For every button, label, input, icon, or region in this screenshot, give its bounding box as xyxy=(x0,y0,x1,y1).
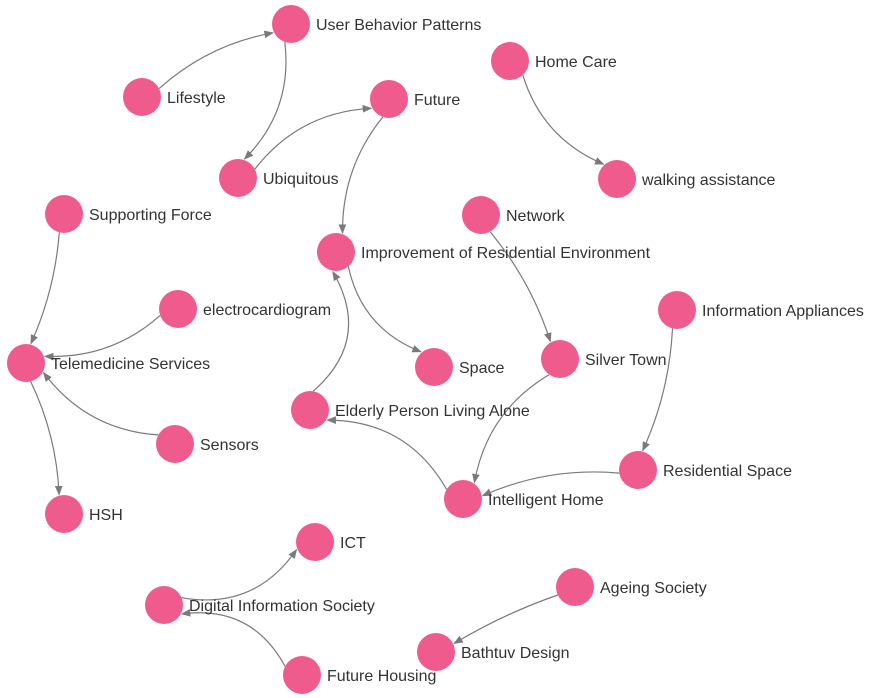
node-label: Future xyxy=(414,92,460,109)
node-circle[interactable] xyxy=(45,195,83,233)
node-telemedicine-services[interactable]: Telemedicine Services xyxy=(7,344,210,382)
node-label: Improvement of Residential Environment xyxy=(361,245,651,262)
edge-intelligent-home-to-elderly-person-living-alone xyxy=(326,416,448,490)
node-label: Lifestyle xyxy=(167,90,226,107)
node-ageing-society[interactable]: Ageing Society xyxy=(556,568,707,606)
node-circle[interactable] xyxy=(370,80,408,118)
node-label: Future Housing xyxy=(327,668,436,685)
edge-ageing-society-to-bathtuv-design xyxy=(453,594,558,645)
node-label: Network xyxy=(506,208,566,225)
node-label: Information Appliances xyxy=(702,303,864,320)
node-label: Ubiquitous xyxy=(263,171,339,188)
node-label: Bathtuv Design xyxy=(461,645,570,662)
node-future-housing[interactable]: Future Housing xyxy=(283,656,436,694)
node-ubiquitous[interactable]: Ubiquitous xyxy=(219,159,339,197)
node-circle[interactable] xyxy=(619,451,657,489)
node-circle[interactable] xyxy=(291,391,329,429)
node-circle[interactable] xyxy=(156,425,194,463)
edge-future-to-improvement-residential-environment xyxy=(338,116,384,235)
node-circle[interactable] xyxy=(658,291,696,329)
node-circle[interactable] xyxy=(598,160,636,198)
node-label: Space xyxy=(459,360,504,377)
node-circle[interactable] xyxy=(219,159,257,197)
node-circle[interactable] xyxy=(7,344,45,382)
node-label: Sensors xyxy=(200,437,259,454)
edge-home-care-to-walking-assistance xyxy=(522,74,605,165)
edge-ubiquitous-to-future xyxy=(254,104,373,170)
node-silver-town[interactable]: Silver Town xyxy=(541,340,667,378)
node-home-care[interactable]: Home Care xyxy=(491,42,617,80)
node-circle[interactable] xyxy=(541,340,579,378)
edge-silver-town-to-intelligent-home xyxy=(472,374,550,484)
edge-residential-space-to-intelligent-home xyxy=(481,471,620,497)
node-label: User Behavior Patterns xyxy=(316,17,481,34)
node-electrocardiogram[interactable]: electrocardiogram xyxy=(159,290,331,328)
edge-user-behavior-patterns-to-ubiquitous xyxy=(243,41,287,160)
edge-digital-information-society-to-ict xyxy=(181,548,298,601)
node-circle[interactable] xyxy=(415,348,453,386)
node-user-behavior-patterns[interactable]: User Behavior Patterns xyxy=(272,5,481,43)
node-bathtuv-design[interactable]: Bathtuv Design xyxy=(417,633,570,671)
node-elderly-person-living-alone[interactable]: Elderly Person Living Alone xyxy=(291,391,530,429)
node-information-appliances[interactable]: Information Appliances xyxy=(658,291,864,329)
edge-future-housing-to-digital-information-society xyxy=(180,609,286,667)
node-circle[interactable] xyxy=(491,42,529,80)
node-label: Supporting Force xyxy=(89,207,212,224)
edge-telemedicine-services-to-hsh xyxy=(30,381,63,496)
node-label: Intelligent Home xyxy=(488,492,604,509)
node-lifestyle[interactable]: Lifestyle xyxy=(123,78,226,116)
edge-information-appliances-to-residential-space xyxy=(642,328,674,452)
node-label: Ageing Society xyxy=(600,580,707,597)
node-circle[interactable] xyxy=(159,290,197,328)
node-label: Silver Town xyxy=(585,352,667,369)
node-circle[interactable] xyxy=(556,568,594,606)
node-circle[interactable] xyxy=(296,523,334,561)
edge-network-to-silver-town xyxy=(489,231,552,343)
node-network[interactable]: Network xyxy=(462,196,566,234)
node-space[interactable]: Space xyxy=(415,348,504,386)
node-residential-space[interactable]: Residential Space xyxy=(619,451,792,489)
node-label: electrocardiogram xyxy=(203,302,331,319)
node-circle[interactable] xyxy=(444,480,482,518)
node-circle[interactable] xyxy=(145,586,183,624)
node-circle[interactable] xyxy=(317,233,355,271)
node-label: Elderly Person Living Alone xyxy=(335,403,530,420)
node-label: ICT xyxy=(340,535,366,552)
node-walking-assistance[interactable]: walking assistance xyxy=(598,160,776,198)
node-label: Residential Space xyxy=(663,463,792,480)
node-label: walking assistance xyxy=(641,172,776,189)
edge-supporting-force-to-telemedicine-services xyxy=(30,232,60,345)
edge-sensors-to-telemedicine-services xyxy=(43,371,159,436)
node-circle[interactable] xyxy=(123,78,161,116)
edges-layer xyxy=(30,30,674,667)
node-circle[interactable] xyxy=(462,196,500,234)
edge-electrocardiogram-to-telemedicine-services xyxy=(43,314,161,361)
node-circle[interactable] xyxy=(283,656,321,694)
edge-lifestyle-to-user-behavior-patterns xyxy=(158,30,274,90)
node-label: Home Care xyxy=(535,54,617,71)
node-label: Digital Information Society xyxy=(189,598,375,615)
edge-improvement-residential-environment-to-space xyxy=(347,266,422,353)
node-circle[interactable] xyxy=(272,5,310,43)
node-future[interactable]: Future xyxy=(370,80,460,118)
node-sensors[interactable]: Sensors xyxy=(156,425,259,463)
node-circle[interactable] xyxy=(417,633,455,671)
node-label: Telemedicine Services xyxy=(51,356,210,373)
node-hsh[interactable]: HSH xyxy=(45,495,123,533)
node-ict[interactable]: ICT xyxy=(296,523,366,561)
edge-elderly-person-living-alone-to-improvement-residential-environment xyxy=(312,270,350,392)
node-improvement-residential-environment[interactable]: Improvement of Residential Environment xyxy=(317,233,651,271)
node-circle[interactable] xyxy=(45,495,83,533)
node-supporting-force[interactable]: Supporting Force xyxy=(45,195,212,233)
node-label: HSH xyxy=(89,507,123,524)
node-digital-information-society[interactable]: Digital Information Society xyxy=(145,586,375,624)
node-intelligent-home[interactable]: Intelligent Home xyxy=(444,480,604,518)
